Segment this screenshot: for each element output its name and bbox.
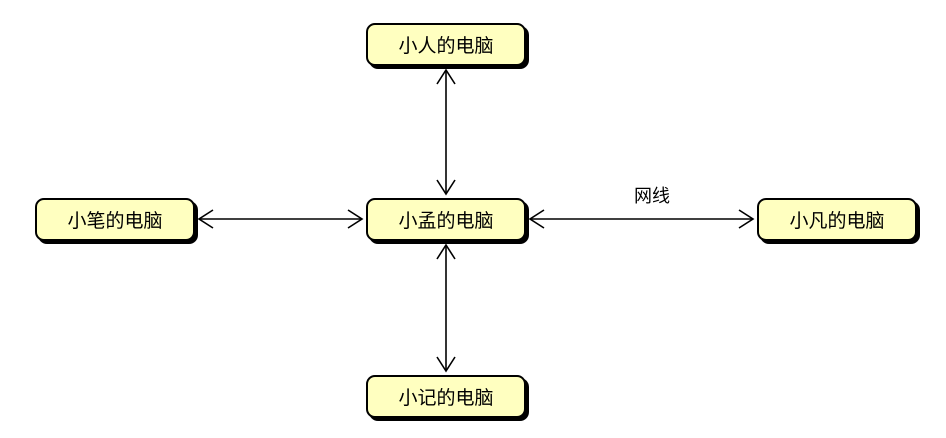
arrowhead-down	[436, 356, 456, 373]
arrowhead-right	[738, 209, 755, 229]
node-xiaoji-computer[interactable]: 小记的电脑	[366, 375, 526, 418]
node-xiaobi-computer[interactable]: 小笔的电脑	[35, 198, 195, 241]
arrowhead-left	[197, 209, 214, 229]
edge-center-bottom	[436, 243, 456, 373]
node-label: 小孟的电脑	[398, 210, 494, 232]
node-xiaoren-computer[interactable]: 小人的电脑	[366, 23, 526, 66]
arrowhead-left	[528, 209, 545, 229]
node-xiaofan-computer[interactable]: 小凡的电脑	[757, 198, 917, 241]
edge-center-right	[528, 209, 755, 229]
node-label: 小记的电脑	[398, 387, 494, 409]
arrowhead-down	[436, 179, 456, 196]
edge-center-top	[436, 68, 456, 196]
node-label: 小笔的电脑	[67, 210, 163, 232]
arrowhead-up	[436, 68, 456, 85]
node-label: 小凡的电脑	[789, 210, 885, 232]
edge-label-network-cable: 网线	[634, 186, 670, 207]
arrowhead-up	[436, 243, 456, 260]
edge-center-left	[197, 209, 364, 229]
node-label: 小人的电脑	[398, 35, 494, 57]
node-xiaomeng-computer[interactable]: 小孟的电脑	[366, 198, 526, 241]
arrowhead-right	[347, 209, 364, 229]
